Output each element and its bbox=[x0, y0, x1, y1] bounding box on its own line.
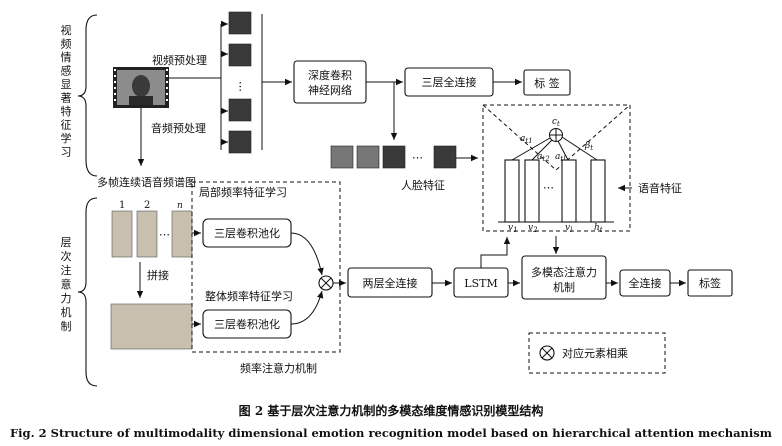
conv-b-to-mult bbox=[290, 290, 324, 325]
conv-pool-b-label: 三层卷积池化 bbox=[214, 317, 280, 331]
cnn-label-line2: 神经网络 bbox=[308, 83, 352, 97]
cnn-label-line1: 深度卷积 bbox=[308, 68, 352, 82]
top-label-box bbox=[523, 69, 571, 96]
spectrogram-ellipsis: ⋯ bbox=[159, 228, 170, 241]
freq-attention-module bbox=[191, 181, 341, 353]
face-strip-ellipsis: ⋯ bbox=[412, 151, 423, 164]
wl bbox=[557, 140, 569, 161]
top-section-brace bbox=[77, 14, 98, 177]
vl-label: vl bbox=[565, 223, 572, 234]
h-label: ht bbox=[594, 223, 603, 234]
caption-cn: 图 2 基于层次注意力机制的多模态维度情感识别模型结构 bbox=[239, 403, 544, 418]
multi-frame-spectrogram-label: 多帧连续语音频谱图 bbox=[97, 175, 196, 189]
bottom-label-box bbox=[687, 269, 733, 297]
beta-label: βt bbox=[584, 141, 593, 152]
a-t1-label: at1 bbox=[520, 134, 533, 145]
caption-en: Fig. 2 Structure of multimodality dimens… bbox=[10, 426, 772, 440]
fc3-label: 三层全连接 bbox=[422, 75, 477, 89]
audio-preprocess-label: 音频预处理 bbox=[151, 121, 206, 135]
freq-attention-label: 频率注意力机制 bbox=[240, 361, 317, 375]
video-preprocess-label: 视频预处理 bbox=[152, 53, 207, 67]
a-t2-label: at2 bbox=[537, 152, 550, 163]
spectrogram-frames bbox=[111, 210, 193, 258]
w1 bbox=[511, 137, 551, 161]
legend-box bbox=[528, 332, 666, 374]
bottom-section-label: 层次注意力机制 bbox=[61, 236, 72, 333]
frame-num-n: n bbox=[177, 201, 183, 211]
legend-label: 对应元素相乘 bbox=[562, 346, 628, 360]
mult-x2 bbox=[320, 277, 332, 289]
conv-a-to-mult bbox=[290, 232, 324, 276]
video-clip-image bbox=[113, 67, 169, 108]
face-frames-column bbox=[228, 11, 252, 154]
conv-pool-a-label: 三层卷积池化 bbox=[214, 226, 280, 240]
bars-ellipsis: ⋯ bbox=[543, 181, 554, 194]
splice-label: 拼接 bbox=[147, 268, 169, 282]
top-label-text: 标 签 bbox=[534, 76, 560, 90]
mm-attention-box bbox=[521, 255, 607, 300]
local-freq-label: 局部频率特征学习 bbox=[199, 185, 287, 199]
lstm-to-attention bbox=[480, 237, 511, 268]
attention-module bbox=[482, 104, 631, 232]
frame-num-2: 2 bbox=[144, 200, 150, 211]
bottom-label-text: 标签 bbox=[699, 276, 721, 290]
mm-attention-line1: 多模态注意力 bbox=[531, 265, 597, 279]
frame-num-1: 1 bbox=[119, 200, 125, 211]
leg-x2 bbox=[541, 347, 553, 359]
attention-inner-dash bbox=[482, 104, 631, 171]
top-section-label: 视频情感显著特征学习 bbox=[61, 23, 72, 159]
lstm-label: LSTM bbox=[464, 277, 497, 290]
a-tl-label: atl bbox=[555, 152, 565, 163]
v1-label: v1 bbox=[508, 223, 518, 234]
v2-label: v2 bbox=[528, 223, 538, 234]
w2 bbox=[531, 139, 553, 161]
face-feature-label: 人脸特征 bbox=[401, 178, 445, 192]
context-vector-label: ct bbox=[552, 117, 560, 128]
global-freq-label: 整体频率特征学习 bbox=[205, 289, 293, 303]
spliced-spectrogram bbox=[110, 303, 193, 350]
mm-attention-line2: 机制 bbox=[553, 280, 575, 294]
fc2-label: 两层全连接 bbox=[363, 276, 418, 290]
face-feature-strip bbox=[330, 145, 457, 169]
speech-feature-label: 语音特征 bbox=[638, 181, 682, 195]
bottom-section-brace bbox=[77, 197, 98, 387]
wb bbox=[561, 136, 598, 161]
frames-ellipsis: ⋯ bbox=[234, 81, 247, 92]
speech-feature-bars bbox=[504, 159, 606, 223]
fc-label: 全连接 bbox=[629, 276, 662, 290]
